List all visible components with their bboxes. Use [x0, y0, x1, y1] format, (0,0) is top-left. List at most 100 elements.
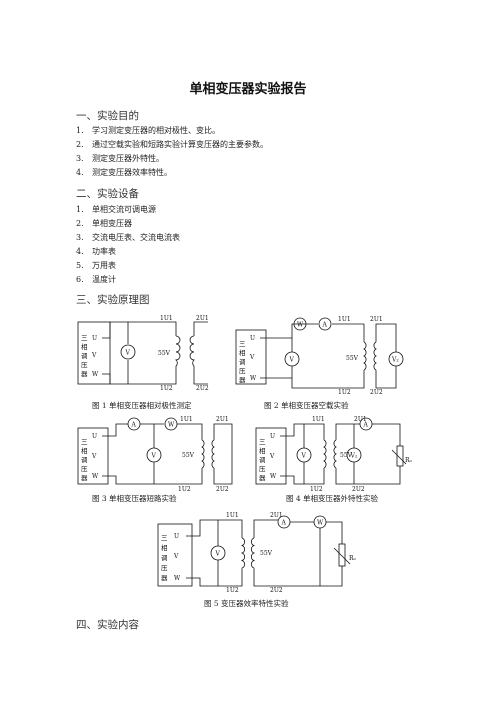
terminal-v-label: V: [269, 453, 275, 460]
terminal-w-label: W: [92, 371, 99, 378]
ammeter-label: A: [281, 520, 287, 527]
source-box-label: 三: [161, 534, 168, 542]
terminal-1u2: 1U2: [310, 486, 323, 492]
voltmeter-label: V: [301, 453, 307, 460]
terminal-1u1: 1U1: [180, 416, 193, 423]
load-resistor-arrow: [391, 449, 407, 465]
list-item: 6.温度计: [76, 273, 116, 287]
rating-label: 55V: [158, 350, 171, 357]
primary-coil-icon: [323, 439, 327, 469]
terminal-1u1: 1U1: [312, 416, 325, 423]
list-item: 5.万用表: [76, 259, 116, 273]
terminal-1u1: 1U1: [160, 315, 173, 322]
source-box-label: 相: [161, 543, 168, 552]
terminal-u-label: U: [250, 335, 255, 342]
figure-2-no-load-circuit: 三 相 调 压 器 U V W W A V V₂ 1U1 1U2 2U1 2U2…: [235, 316, 404, 396]
source-box-label: 相: [239, 348, 246, 357]
terminal-2u2: 2U2: [196, 385, 209, 392]
top-wire: [260, 323, 318, 339]
voltmeter-label: V: [289, 357, 295, 364]
list-item: 2.通过空载实验和短路实验计算变压器的主要参数。: [76, 138, 268, 152]
source-box-label: 器: [81, 370, 88, 378]
bottom-wire: [186, 568, 243, 587]
terminal-v-label: V: [249, 354, 255, 361]
voltmeter-icon: [284, 351, 300, 367]
source-box-label: 压: [259, 465, 266, 473]
top-wire: [102, 423, 128, 437]
terminal-2u1: 2U1: [370, 316, 383, 323]
bottom-wire: [102, 468, 203, 485]
secondary-wire: [253, 566, 343, 587]
source-box-label: 调: [239, 357, 246, 366]
list-text: 测定变压器效率特性。: [92, 168, 172, 177]
primary-coil-icon: [201, 439, 205, 469]
secondary-coil-icon: [189, 335, 196, 367]
figure-2-caption: 图 2 单相变压器空载实验: [264, 401, 349, 410]
top-wire: [102, 321, 177, 339]
list-item: 1.单相交流可调电源: [76, 203, 156, 217]
ammeter-icon: [318, 317, 332, 331]
list-number: 2.: [76, 219, 84, 228]
list-text: 单相交流可调电源: [92, 205, 156, 214]
terminal-1u2: 1U2: [160, 385, 173, 392]
terminal-2u1: 2U1: [354, 416, 367, 423]
terminal-1u1: 1U1: [338, 316, 351, 323]
terminal-v-label: V: [173, 553, 179, 560]
page-title: 单相变压器实验报告: [189, 82, 307, 97]
figure-5-efficiency-circuit: 三 相 调 压 器 U V W V A W Rₒ 1U1 1U2 2U1 2U2…: [157, 512, 357, 594]
secondary-wire: [253, 519, 278, 538]
list-number: 5.: [76, 261, 84, 270]
secondary-wire: [335, 423, 360, 440]
rating-label: 55V: [346, 355, 359, 362]
voltmeter-label: V: [151, 453, 157, 460]
source-box-label: 压: [161, 564, 168, 572]
secondary-wire: [193, 321, 208, 336]
voltmeter-icon: [146, 447, 162, 463]
list-text: 功率表: [92, 247, 116, 256]
secondary-wire: [335, 466, 401, 485]
secondary-coil-icon: [373, 341, 377, 371]
wattmeter-icon: [293, 317, 307, 331]
section-heading-diagrams: 三、实验原理图: [76, 294, 150, 306]
source-box-label: 三: [81, 438, 88, 446]
wattmeter-label: W: [297, 322, 304, 329]
terminal-1u2: 1U2: [178, 486, 191, 492]
wattmeter-label: W: [317, 520, 324, 527]
section-heading-purpose: 一、实验目的: [76, 110, 139, 122]
terminal-u-label: U: [92, 433, 97, 440]
source-box-label: 调: [259, 455, 266, 464]
source-box-label: 调: [81, 455, 88, 464]
ammeter-label: A: [131, 422, 137, 429]
figure-3-caption: 图 3 单相变压器短路实验: [92, 494, 177, 503]
primary-coil-icon: [240, 537, 245, 569]
list-item: 3. 交流电压表、交流电流表: [76, 231, 180, 245]
list-number: 3.: [76, 233, 84, 242]
source-box-label: 相: [81, 446, 88, 455]
figure-5-caption: 图 5 变压器效率特性实验: [204, 599, 289, 608]
source-box: [157, 523, 193, 587]
terminal-2u1: 2U1: [196, 315, 209, 322]
rating-label: 55V: [340, 452, 353, 459]
list-text: 单相变压器: [92, 219, 132, 228]
top-wire: [177, 423, 203, 440]
list-text: 交流电压表、交流电流表: [92, 233, 180, 242]
load-resistor-arrow: [333, 547, 351, 565]
list-text: 测定变压器外特性。: [92, 154, 164, 163]
secondary-wire: [375, 323, 397, 352]
ammeter-label: A: [363, 422, 369, 429]
list-number: 4.: [76, 168, 84, 177]
list-item: 4. 测定变压器效率特性。: [76, 166, 172, 180]
list-number: 2.: [76, 140, 84, 149]
top-wire: [280, 423, 325, 440]
secondary-wire: [372, 423, 401, 446]
bottom-wire: [280, 468, 325, 485]
list-item: 4.功率表: [76, 245, 116, 259]
bottom-wire: [102, 366, 177, 385]
voltmeter-label: V: [215, 551, 221, 558]
bottom-wire: [260, 370, 365, 389]
terminal-v-label: V: [91, 453, 97, 460]
terminal-u-label: U: [270, 433, 275, 440]
source-box: [77, 427, 109, 485]
source-box-label: 压: [81, 361, 88, 369]
source-box-label: 器: [239, 376, 246, 384]
